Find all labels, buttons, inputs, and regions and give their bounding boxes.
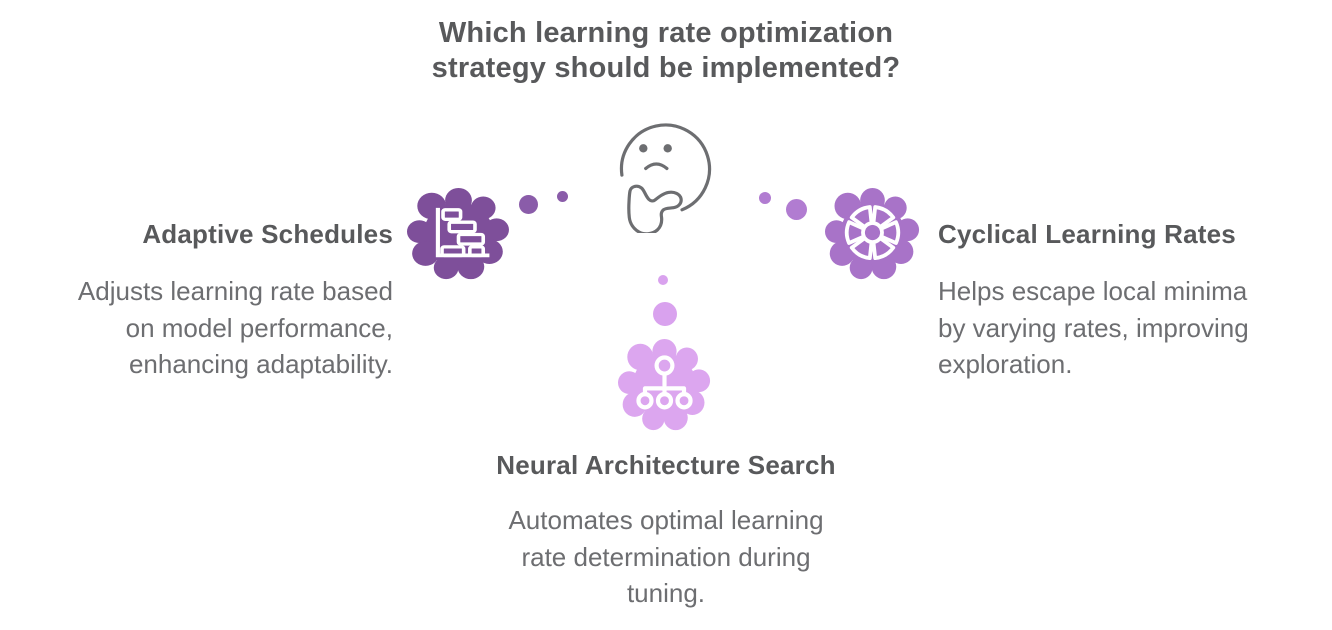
description-line: enhancing adaptability.: [128, 349, 393, 379]
connector-dot-bottom-small: [658, 275, 668, 285]
gantt-chart-icon: [435, 207, 490, 258]
option-title: Adaptive Schedules: [142, 219, 393, 249]
connector-dot-right-small: [759, 192, 771, 204]
connector-dot-left-small: [557, 191, 568, 202]
cycle-wheel-icon: [844, 205, 901, 261]
option-cyclical-learning-rates: Cyclical Learning Rates Helps escape loc…: [938, 219, 1318, 383]
page-title: Which learning rate optimization strateg…: [366, 16, 966, 86]
connector-dot-left-large: [519, 195, 538, 214]
description-line: Adjusts learning rate based: [77, 276, 393, 306]
option-title: Neural Architecture Search: [496, 450, 836, 480]
frown-mouth: [644, 162, 669, 171]
left-eye: [639, 144, 648, 153]
hand-on-chin: [627, 184, 683, 233]
description-line: exploration.: [938, 349, 1073, 379]
blob-shape: [618, 338, 711, 431]
description-line: rate determination during: [521, 541, 811, 572]
option-description: Adjusts learning rate based on model per…: [25, 273, 393, 383]
option-title: Cyclical Learning Rates: [938, 219, 1236, 249]
description-line: by varying rates, improving: [938, 312, 1249, 343]
description-line: on model performance,: [125, 312, 393, 343]
option-description: Helps escape local minima by varying rat…: [938, 273, 1318, 383]
head-circle: [619, 123, 712, 212]
face-eyes: [639, 144, 672, 153]
neural-architecture-search-blob: [618, 338, 711, 431]
title-line-2: strategy should be implemented?: [431, 52, 901, 84]
description-line: tuning.: [626, 578, 706, 608]
thinking-face-icon: [619, 123, 712, 233]
connector-dot-bottom-large: [653, 302, 677, 326]
description-line: Automates optimal learning: [508, 505, 824, 535]
option-neural-architecture-search: Neural Architecture Search Automates opt…: [441, 450, 891, 612]
face-outline: [619, 123, 712, 233]
connector-dot-right-large: [786, 199, 807, 220]
option-adaptive-schedules: Adaptive Schedules Adjusts learning rate…: [25, 219, 393, 383]
adaptive-schedules-blob: [407, 187, 509, 280]
cyclical-learning-rates-blob: [825, 187, 920, 280]
blob-shape: [825, 187, 920, 280]
hierarchy-tree-icon: [636, 355, 693, 410]
right-eye: [663, 144, 672, 153]
option-description: Automates optimal learning rate determin…: [441, 502, 891, 612]
title-line-1: Which learning rate optimization: [438, 17, 894, 49]
description-line: Helps escape local minima: [938, 276, 1248, 306]
